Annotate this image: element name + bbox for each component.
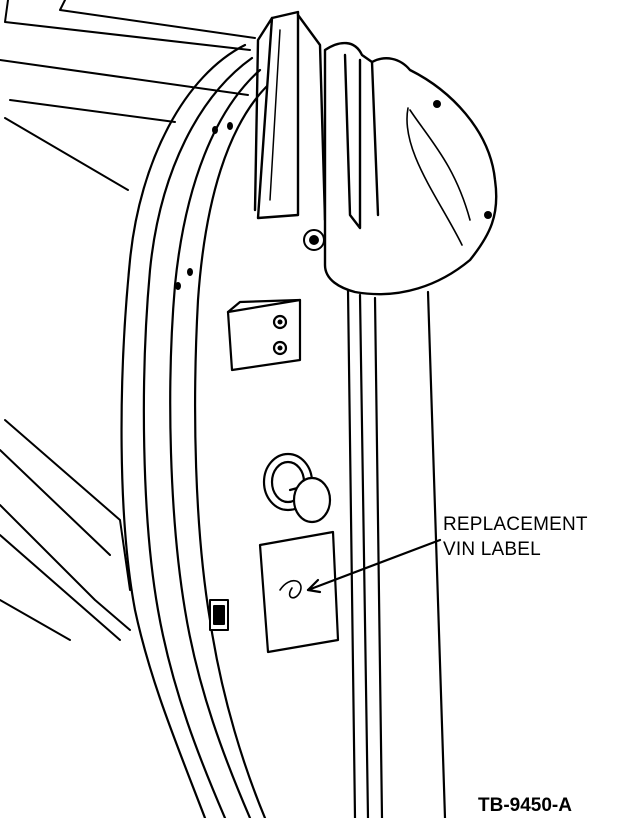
quarter-panel-edges <box>120 43 270 818</box>
figure-id: TB-9450-A <box>478 795 572 816</box>
panel-holes <box>175 122 233 290</box>
callout-line-2: VIN LABEL <box>443 539 541 560</box>
leader-line <box>306 538 442 594</box>
vin-label <box>258 530 340 654</box>
door-seal <box>253 10 327 222</box>
pillar-body <box>346 288 447 818</box>
roof-lines <box>0 0 256 191</box>
callout-line-1: REPLACEMENT <box>443 514 588 535</box>
striker-plate <box>226 298 302 372</box>
vin-label-callout: REPLACEMENT VIN LABEL <box>443 512 588 562</box>
pillar-cover <box>323 41 498 296</box>
latch <box>209 599 229 631</box>
sill-lines <box>0 419 131 641</box>
bolt <box>303 229 325 251</box>
door-bumper <box>262 452 332 524</box>
